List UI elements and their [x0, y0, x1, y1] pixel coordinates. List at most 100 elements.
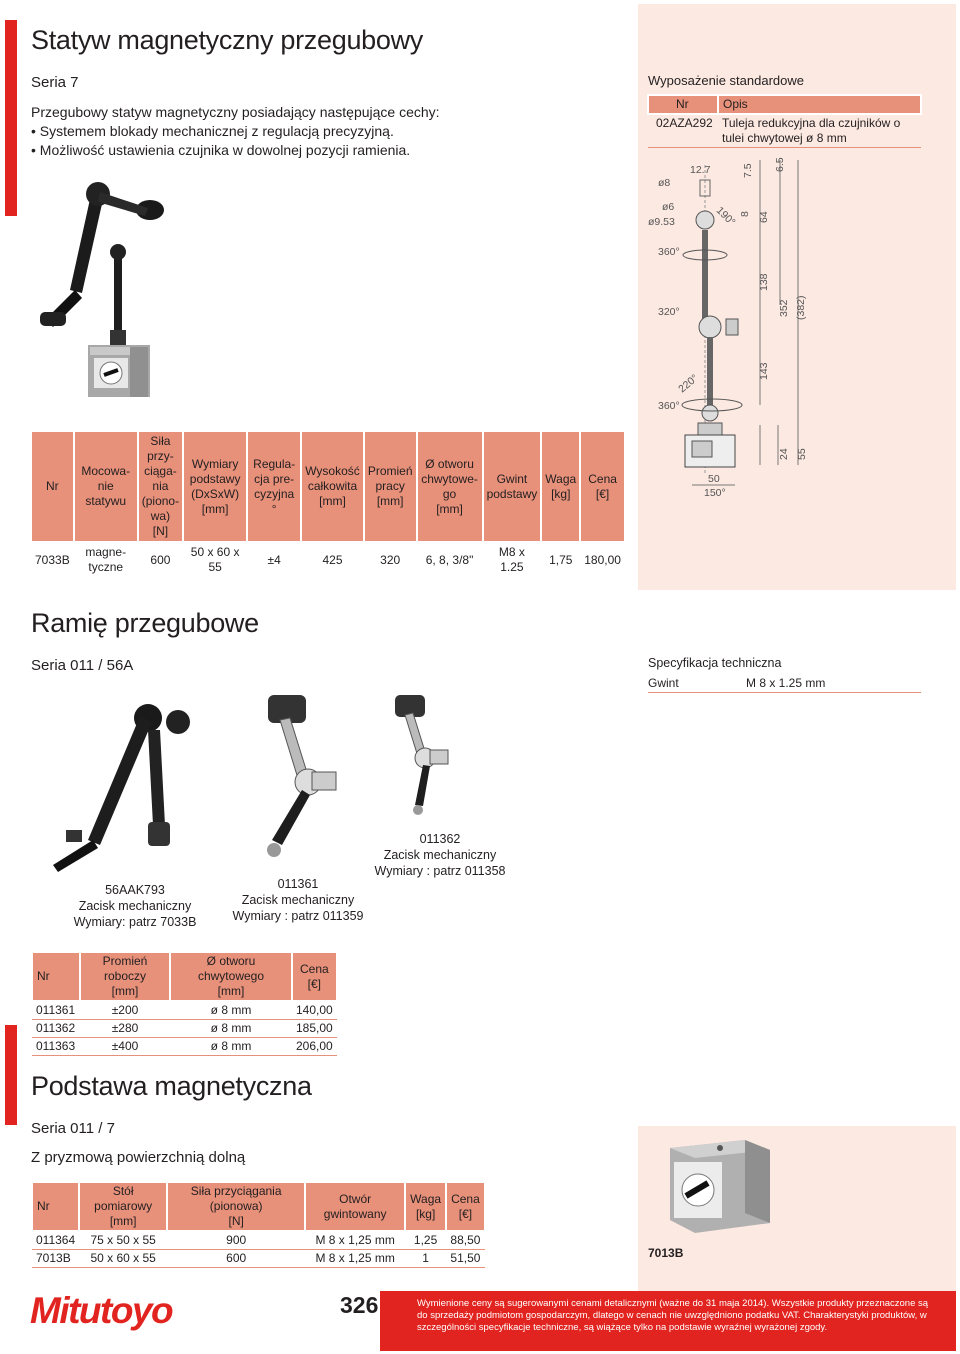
stand-spec-table: Nr Mocowa- nie statywu Siła przy- ciąga-… — [30, 430, 626, 579]
cell: Tuleja redukcyjna dla czujników o tulei … — [718, 114, 921, 148]
col-header: Gwint podstawy — [481, 430, 543, 543]
bullet-item: • Systemem blokady mechanicznej z regula… — [31, 123, 394, 139]
bullet-item: • Możliwość ustawienia czujnika w dowoln… — [31, 142, 411, 158]
cell: 50 x 60 x 55 — [182, 541, 249, 579]
cell: 1,75 — [540, 541, 582, 579]
side-panel-2 — [638, 646, 956, 698]
technical-drawing: ø8 12.7 7.5 6.5 ø6 ø9.53 190° 8 64 360° … — [648, 157, 808, 499]
accent-bar-2 — [5, 1025, 17, 1125]
table-row: 011361 ±200 ø 8 mm 140,00 — [32, 1001, 337, 1020]
dim-label: 143 — [758, 362, 770, 380]
dim-label: ø9.53 — [648, 216, 675, 228]
section3-series: Seria 011 / 7 — [31, 1120, 115, 1137]
dim-label: 150° — [704, 487, 726, 499]
table-row: 7033B magne- tyczne 600 50 x 60 x 55 ±4 … — [30, 541, 626, 579]
dim-label: 55 — [796, 448, 808, 460]
mitutoyo-logo: Mitutoyo — [30, 1290, 174, 1331]
dim-label: 360° — [658, 400, 680, 412]
table-row: 7013B 50 x 60 x 55 600 M 8 x 1,25 mm 1 5… — [32, 1249, 485, 1268]
magnetic-stand-image — [40, 182, 164, 397]
dim-label: (382) — [795, 295, 807, 320]
col-header: Nr — [30, 1181, 81, 1232]
cell: magne- tyczne — [72, 541, 139, 579]
magnetic-base-image — [670, 1140, 770, 1233]
col-header: Promień pracy [mm] — [362, 430, 418, 543]
table-row: 011364 75 x 50 x 55 900 M 8 x 1,25 mm 1,… — [32, 1231, 485, 1250]
page-number: 326 — [340, 1292, 379, 1318]
col-header: Ø otworu chwytowe- go [mm] — [415, 430, 484, 543]
base-image-caption: 7013B — [648, 1246, 684, 1260]
col-header: Mocowa- nie statywu — [72, 430, 139, 543]
dim-label: 360° — [658, 246, 680, 258]
cell: 02AZA292 — [648, 114, 718, 148]
section1-series: Seria 7 — [31, 74, 79, 91]
arm-caption-2: 011361 Zacisk mechaniczny Wymiary : patr… — [232, 877, 364, 923]
dim-label: 8 — [739, 211, 751, 217]
col-header: Cena [€] — [579, 430, 626, 543]
table-row: 011362 ±280 ø 8 mm 185,00 — [32, 1019, 337, 1038]
cell: 320 — [362, 541, 418, 579]
cell: 6, 8, 3/8" — [415, 541, 484, 579]
dim-label: ø8 — [658, 177, 670, 189]
col-header: Siła przyciągania (pionowa) [N] — [166, 1181, 307, 1232]
dim-label: ø6 — [662, 201, 674, 213]
col-header: Cena [€] — [291, 951, 338, 1002]
dim-label: 7.5 — [742, 163, 754, 178]
col-header: Nr — [31, 951, 81, 1002]
arm-image-3 — [395, 695, 449, 815]
col-header: Cena [€] — [445, 1181, 486, 1232]
table-row: 02AZA292 Tuleja redukcyjna dla czujników… — [648, 114, 921, 148]
table-header-row: Nr Mocowa- nie statywu Siła przy- ciąga-… — [30, 430, 626, 543]
dim-label: 320° — [658, 306, 680, 318]
section1-title: Statyw magnetyczny przegubowy — [31, 25, 423, 55]
cell: 600 — [136, 541, 185, 579]
dim-label: 6.5 — [774, 157, 786, 172]
dim-label: 190° — [714, 205, 738, 229]
col-header: Opis — [717, 94, 922, 115]
col-header: Siła przy- ciąga- nia (piono- wa) [N] — [136, 430, 185, 543]
section3-subtitle: Z pryzmową powierzchnią dolną — [31, 1149, 246, 1166]
footer-note: Wymienione ceny są sugerowanymi cenami d… — [380, 1291, 956, 1351]
dim-label: 64 — [758, 211, 770, 223]
cell: ±4 — [246, 541, 303, 579]
cell: 425 — [300, 541, 365, 579]
arm-caption-1: 56AAK793 Zacisk mechaniczny Wymiary: pat… — [73, 883, 197, 929]
standard-equipment-table: Nr Opis 02AZA292 Tuleja redukcyjna dla c… — [647, 94, 922, 148]
section2-series: Seria 011 / 56A — [31, 657, 134, 674]
table-row: 011363 ±400 ø 8 mm 206,00 — [32, 1037, 337, 1056]
col-header: Nr — [647, 94, 719, 115]
arm-caption-3: 011362 Zacisk mechaniczny Wymiary : patr… — [374, 832, 506, 878]
col-header: Waga [kg] — [540, 430, 582, 543]
col-header: Ø otworu chwytowego [mm] — [169, 951, 293, 1002]
col-header: Wysokość całkowita [mm] — [300, 430, 365, 543]
col-header: Stół pomiarowy [mm] — [78, 1181, 169, 1232]
dim-label: 12.7 — [690, 164, 711, 176]
section3-title: Podstawa magnetyczna — [31, 1071, 312, 1101]
spec-title: Specyfikacja techniczna — [648, 656, 782, 670]
arm-image-2 — [267, 695, 337, 857]
arm-table: Nr Promień roboczy [mm] Ø otworu chwytow… — [31, 951, 338, 1056]
cell: 7033B — [30, 541, 75, 579]
col-header: Wymiary podstawy (DxSxW) [mm] — [182, 430, 249, 543]
dim-label: 24 — [778, 448, 790, 460]
spec-label: Gwint — [648, 676, 679, 690]
standard-equipment-title: Wyposażenie standardowe — [648, 73, 804, 88]
accent-bar-1 — [5, 20, 17, 216]
dim-label: 352 — [778, 299, 790, 317]
spec-value: M 8 x 1.25 mm — [746, 676, 826, 690]
col-header: Otwór gwintowany — [304, 1181, 407, 1232]
spec-row: Gwint M 8 x 1.25 mm — [648, 676, 921, 693]
base-table: Nr Stół pomiarowy [mm] Siła przyciągania… — [30, 1181, 486, 1268]
dim-label: 220° — [676, 372, 700, 395]
col-header: Promień roboczy [mm] — [79, 951, 171, 1002]
arm-image-1 — [53, 704, 190, 872]
col-header: Regula- cja pre- cyzyjna ° — [246, 430, 303, 543]
col-header: Waga [kg] — [404, 1181, 448, 1232]
col-header: Nr — [30, 430, 75, 543]
cell: M8 x 1.25 — [481, 541, 543, 579]
cell: 180,00 — [579, 541, 626, 579]
section2-title: Ramię przegubowe — [31, 608, 259, 638]
section1-intro: Przegubowy statyw magnetyczny posiadając… — [31, 104, 440, 120]
dim-label: 50 — [708, 473, 720, 485]
dim-label: 138 — [758, 273, 770, 291]
